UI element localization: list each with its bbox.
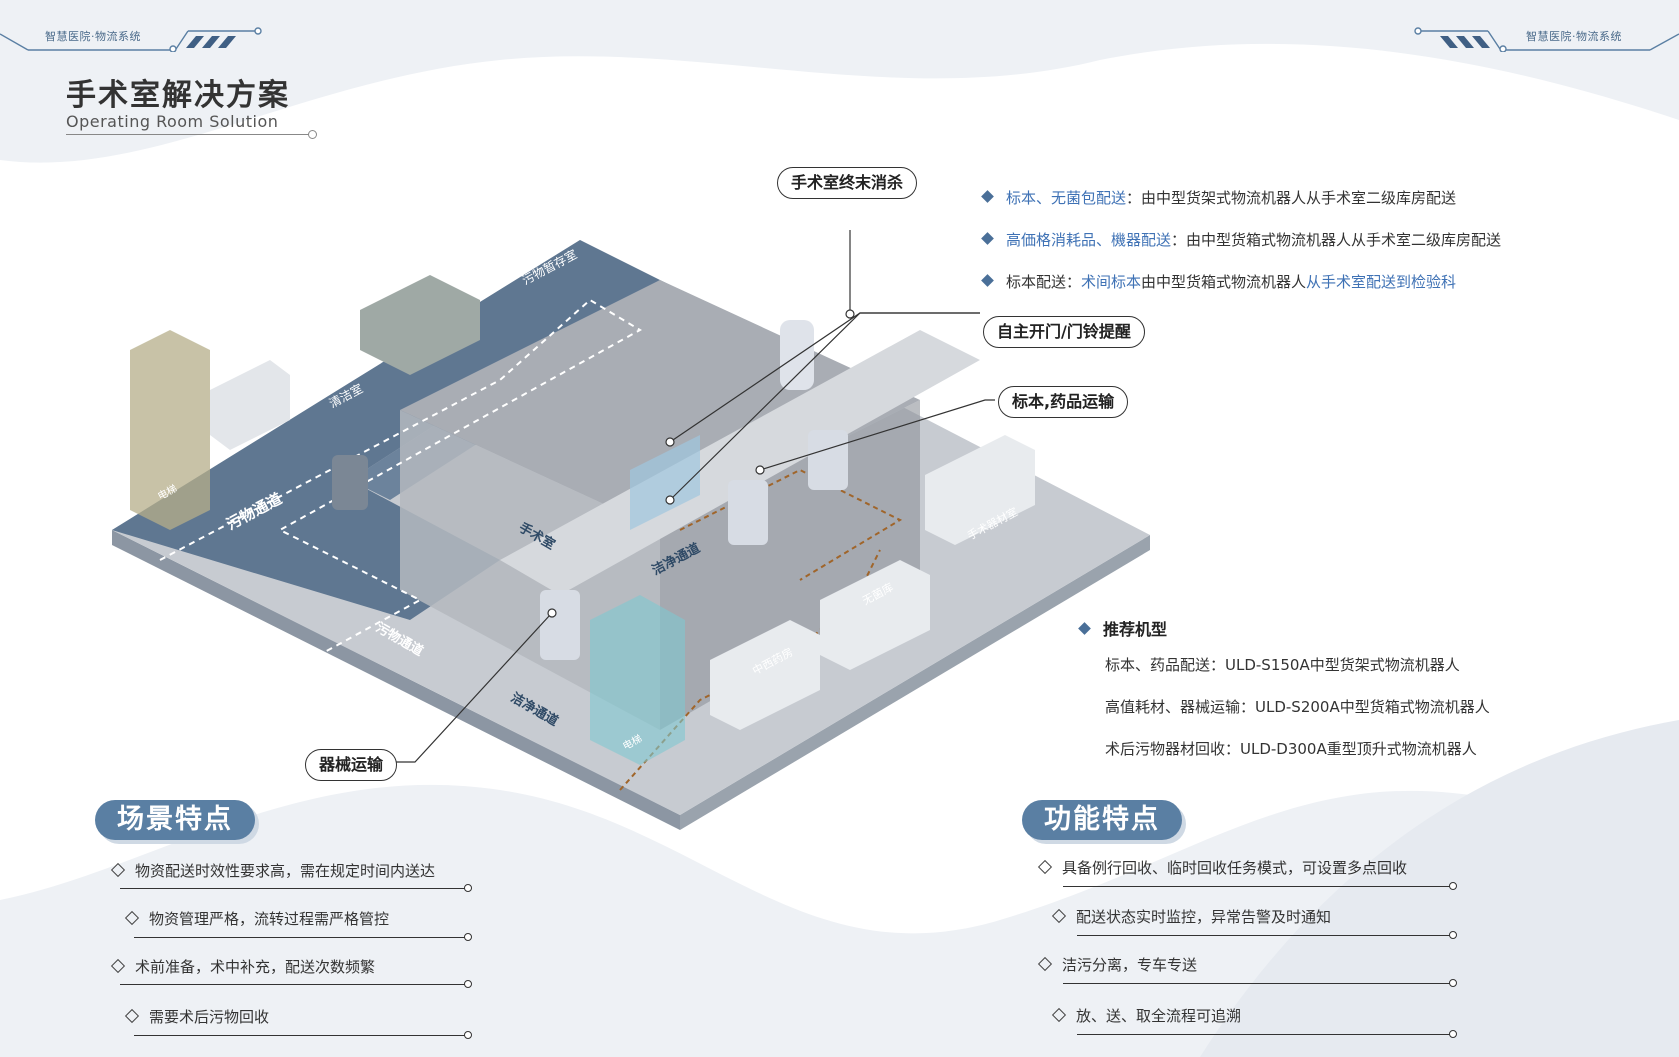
function-item-1-dot (1449, 882, 1457, 890)
scene-item-3: 术前准备，术中补充，配送次数频繁 (110, 956, 375, 977)
delivery-bullet-1: 标本、无菌包配送：由中型货架式物流机器人从手术室二级库房配送 (981, 188, 1456, 208)
diamond-bullet-icon (981, 232, 994, 245)
scene-item-1-underline (120, 888, 467, 889)
callout-specimen-drug: 标本,药品运输 (998, 386, 1129, 418)
scene-item-2: 物资管理严格，流转过程需严格管控 (124, 908, 389, 929)
function-item-2-dot (1449, 931, 1457, 939)
diamond-bullet-icon (981, 190, 994, 203)
scene-item-4-dot (464, 1031, 472, 1039)
scene-item-1: 物资配送时效性要求高，需在规定时间内送达 (110, 860, 435, 881)
scene-section-title: 场景特点 (95, 800, 255, 840)
page-subtitle: Operating Room Solution (66, 112, 279, 131)
delivery-bullet-2: 高価格消耗品、機器配送：由中型货箱式物流机器人从手术室二级库房配送 (981, 230, 1501, 250)
function-item-4-dot (1449, 1030, 1457, 1038)
callout-terminal-disinfect: 手术室终末消杀 (777, 167, 918, 199)
diamond-bullet-icon (1078, 622, 1091, 635)
title-underline (66, 134, 310, 135)
header-deco-right (1414, 27, 1679, 52)
callout-auto-door: 自主开门/门铃提醒 (983, 316, 1145, 348)
diamond-outline-icon (110, 958, 126, 974)
function-item-2-underline (1077, 935, 1452, 936)
function-item-4: 放、送、取全流程可追溯 (1051, 1005, 1241, 1026)
diamond-outline-icon (1037, 859, 1053, 875)
scene-item-2-dot (464, 933, 472, 941)
recommend-item-2: 高值耗材、器械运输：ULD-S200A中型货箱式物流机器人 (1105, 698, 1490, 716)
function-item-3-dot (1449, 979, 1457, 987)
scene-item-4-underline (134, 1035, 467, 1036)
diamond-outline-icon (124, 1008, 140, 1024)
function-section-title: 功能特点 (1022, 800, 1182, 840)
function-item-3: 洁污分离，专车专送 (1037, 954, 1197, 975)
function-item-1: 具备例行回收、临时回收任务模式，可设置多点回收 (1037, 857, 1407, 878)
scene-item-4: 需要术后污物回收 (124, 1006, 269, 1027)
diamond-outline-icon (124, 910, 140, 926)
page-title: 手术室解决方案 (66, 78, 290, 113)
scene-item-2-underline (134, 937, 467, 938)
recommend-item-1: 标本、药品配送：ULD-S150A中型货架式物流机器人 (1105, 656, 1460, 674)
diamond-bullet-icon (981, 274, 994, 287)
function-item-2: 配送状态实时监控，异常告警及时通知 (1051, 906, 1331, 927)
scene-item-1-dot (464, 884, 472, 892)
diamond-outline-icon (1037, 956, 1053, 972)
function-item-4-underline (1077, 1034, 1452, 1035)
function-item-1-underline (1063, 886, 1452, 887)
scene-item-3-underline (120, 984, 467, 985)
callout-instrument: 器械运输 (305, 749, 398, 781)
diamond-outline-icon (110, 862, 126, 878)
floor-plan-illustration: 污物暂存室 清洁室 污物通道 污物通道 手术室 洁净通道 洁净通道 电梯 电梯 … (112, 230, 1150, 830)
header-tag-left: 智慧医院·物流系统 (45, 30, 141, 43)
dirty-corridor-area (112, 240, 660, 620)
function-item-3-underline (1063, 983, 1452, 984)
diamond-outline-icon (1051, 1007, 1067, 1023)
recommend-item-3: 术后污物器材回收：ULD-D300A重型顶升式物流机器人 (1105, 740, 1477, 758)
scene-item-3-dot (464, 980, 472, 988)
header-tag-right: 智慧医院·物流系统 (1526, 30, 1622, 43)
header-deco-left (0, 27, 262, 52)
recommend-heading: 推荐机型 (1078, 620, 1167, 640)
diamond-outline-icon (1051, 908, 1067, 924)
delivery-bullet-3: 标本配送：术间标本由中型货箱式物流机器人从手术室配送到检验科 (981, 272, 1456, 292)
title-underline-dot (308, 130, 317, 139)
